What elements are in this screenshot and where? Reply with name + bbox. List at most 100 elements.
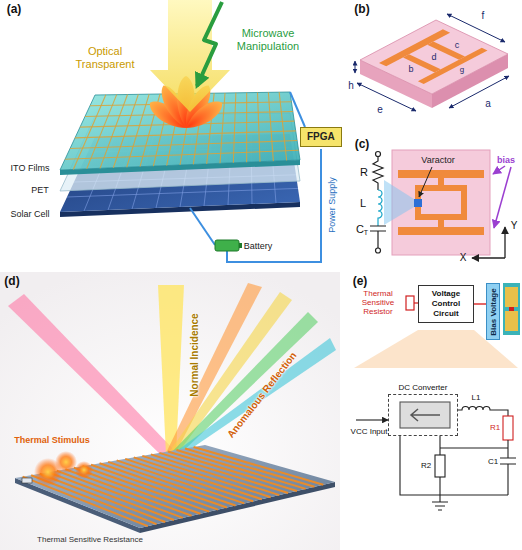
axes bbox=[504, 227, 505, 258]
unit-cell-top-view bbox=[438, 217, 444, 227]
label: b bbox=[408, 64, 413, 74]
label: T bbox=[364, 229, 368, 237]
patch-image bbox=[503, 283, 520, 335]
control-circuit bbox=[356, 419, 388, 420]
resonator-stripe bbox=[185, 448, 314, 486]
unit-cell-top-view bbox=[398, 227, 484, 235]
equivalent-circuit bbox=[370, 226, 386, 248]
control-circuit bbox=[411, 409, 440, 421]
metasurface-plate bbox=[15, 445, 335, 528]
resonator-stripe bbox=[194, 447, 324, 485]
metasurface-plate bbox=[23, 447, 324, 526]
connector bbox=[474, 303, 486, 305]
thermal-resistor-symbol bbox=[406, 296, 414, 310]
label: Thermal Sensitive Resistor bbox=[354, 289, 402, 317]
label: ITO Films bbox=[11, 163, 50, 173]
patch-image bbox=[509, 307, 514, 311]
label: Solar Cell bbox=[10, 209, 49, 219]
label: C1 bbox=[488, 457, 498, 466]
control-circuit bbox=[400, 436, 508, 495]
label: Battery bbox=[244, 241, 273, 251]
unit-cell-slab bbox=[360, 20, 508, 94]
dimension-lines bbox=[447, 14, 505, 42]
dimension-lines bbox=[357, 83, 416, 111]
label: Y bbox=[511, 220, 518, 232]
label: L bbox=[360, 197, 366, 210]
scene-background bbox=[0, 272, 340, 550]
thermal-glow bbox=[55, 451, 77, 473]
panel-letter: (e) bbox=[353, 275, 368, 289]
label: Optical Transparent bbox=[65, 45, 145, 70]
leader-lines bbox=[419, 167, 432, 197]
patch-image bbox=[505, 287, 518, 307]
panel-letter: (d) bbox=[4, 275, 19, 289]
leader-lines bbox=[419, 166, 511, 228]
control-circuit bbox=[458, 407, 508, 417]
bias-band: Bias Voltage bbox=[486, 283, 500, 340]
fpga-box: FPGA bbox=[300, 127, 342, 147]
light-beams bbox=[8, 283, 336, 459]
power-wire bbox=[190, 92, 321, 262]
resonator-stripe bbox=[57, 471, 183, 518]
label: C bbox=[356, 223, 364, 236]
dimension-lines bbox=[355, 14, 509, 111]
label: Thermal Sensitive Resistance bbox=[37, 535, 143, 544]
label: Varactor bbox=[421, 155, 454, 165]
thermal-resistor-symbol bbox=[406, 296, 418, 310]
light-arrow bbox=[150, 0, 230, 112]
label: g bbox=[460, 65, 464, 74]
power-wire bbox=[227, 149, 321, 262]
axes bbox=[472, 257, 505, 258]
battery-symbol bbox=[215, 240, 239, 251]
light-beams bbox=[169, 312, 318, 458]
control-circuit bbox=[400, 402, 450, 428]
label: h bbox=[348, 80, 354, 92]
grid-line bbox=[75, 131, 296, 138]
control-circuit bbox=[356, 402, 516, 510]
grid-line bbox=[70, 141, 297, 149]
equivalent-circuit bbox=[376, 152, 381, 157]
node-text: DC Converter bbox=[388, 383, 458, 393]
grid-line bbox=[65, 150, 299, 159]
label: d bbox=[431, 52, 436, 62]
dimension-lines bbox=[449, 76, 509, 108]
grid-line bbox=[67, 188, 298, 197]
label: Thermal Stimulus bbox=[14, 435, 90, 445]
label: R bbox=[360, 166, 368, 179]
power-wire bbox=[290, 92, 305, 127]
resonator-stripe bbox=[48, 472, 174, 520]
unit-cell-top-view bbox=[438, 178, 444, 188]
node-text: Bias Voltage bbox=[489, 288, 498, 335]
leader-lines bbox=[494, 167, 511, 228]
process-box: Voltage Control Circuit bbox=[418, 285, 474, 323]
control-circuit bbox=[432, 477, 448, 510]
panel-letter: (b) bbox=[354, 3, 369, 17]
battery-symbol bbox=[239, 243, 242, 248]
label: VCC Input bbox=[351, 427, 388, 436]
battery-symbol bbox=[215, 240, 242, 251]
thermal-glow bbox=[75, 461, 93, 479]
metasurface-plate bbox=[15, 445, 335, 533]
label: Anomalous Reflection bbox=[225, 350, 299, 440]
unit-cell-top-view bbox=[418, 188, 464, 217]
label: X bbox=[460, 252, 467, 264]
label: bias bbox=[497, 155, 515, 165]
equivalent-circuit bbox=[378, 190, 382, 226]
microwave-arrow bbox=[197, 2, 222, 86]
node-text: FPGA bbox=[307, 131, 335, 142]
microwave-arrow bbox=[197, 2, 222, 86]
control-circuit bbox=[440, 436, 508, 455]
light-beams bbox=[8, 294, 176, 458]
axes bbox=[472, 227, 505, 258]
panel-letter: (a) bbox=[7, 3, 22, 17]
power-wire bbox=[190, 208, 215, 245]
label: PET bbox=[31, 185, 49, 195]
panel-letter: (c) bbox=[355, 138, 370, 152]
scene-background bbox=[0, 272, 340, 550]
leader-lines bbox=[493, 166, 505, 174]
control-circuit bbox=[503, 416, 513, 440]
unit-cell-slab bbox=[379, 29, 488, 84]
equivalent-circuit bbox=[384, 180, 414, 225]
